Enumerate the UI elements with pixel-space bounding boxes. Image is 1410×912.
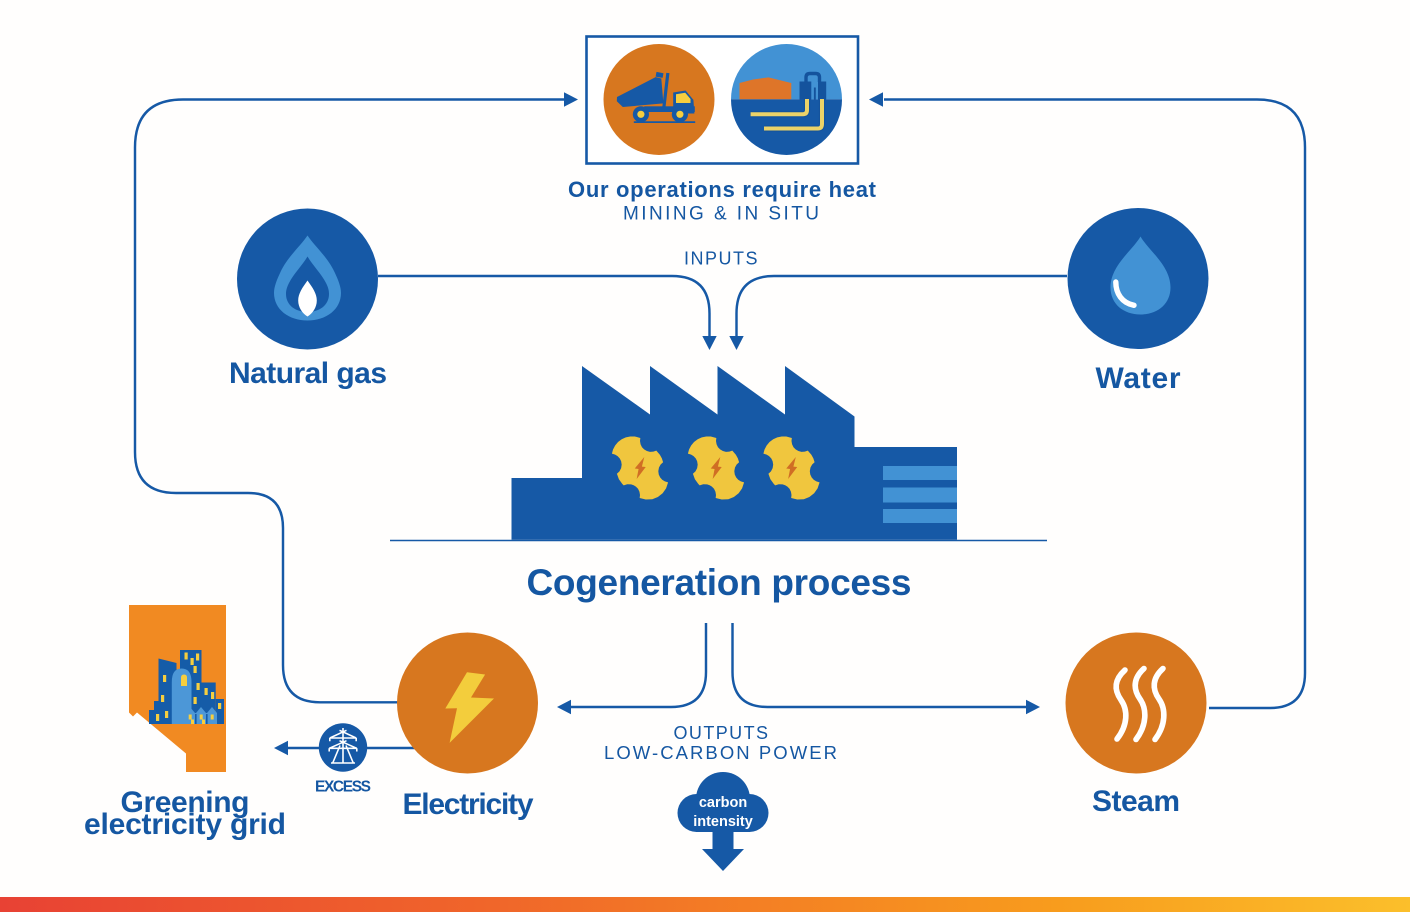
svg-text:intensity: intensity: [693, 814, 753, 830]
svg-text:MINING & IN SITU: MINING & IN SITU: [623, 204, 821, 225]
svg-text:Greening: Greening: [121, 786, 250, 819]
svg-text:Electricity: Electricity: [403, 788, 534, 821]
svg-text:Cogeneration process: Cogeneration process: [527, 562, 912, 603]
svg-text:LOW-CARBON POWER: LOW-CARBON POWER: [604, 742, 840, 763]
svg-text:Natural gas: Natural gas: [229, 357, 387, 390]
svg-text:EXCESS: EXCESS: [315, 779, 371, 796]
svg-text:Steam: Steam: [1092, 785, 1180, 818]
svg-text:Our operations require heat: Our operations require heat: [568, 177, 877, 202]
svg-text:Water: Water: [1096, 362, 1181, 395]
svg-text:OUTPUTS: OUTPUTS: [674, 723, 771, 743]
svg-text:electricity grid: electricity grid: [84, 808, 286, 841]
svg-text:INPUTS: INPUTS: [684, 249, 760, 269]
svg-text:carbon: carbon: [699, 795, 747, 811]
